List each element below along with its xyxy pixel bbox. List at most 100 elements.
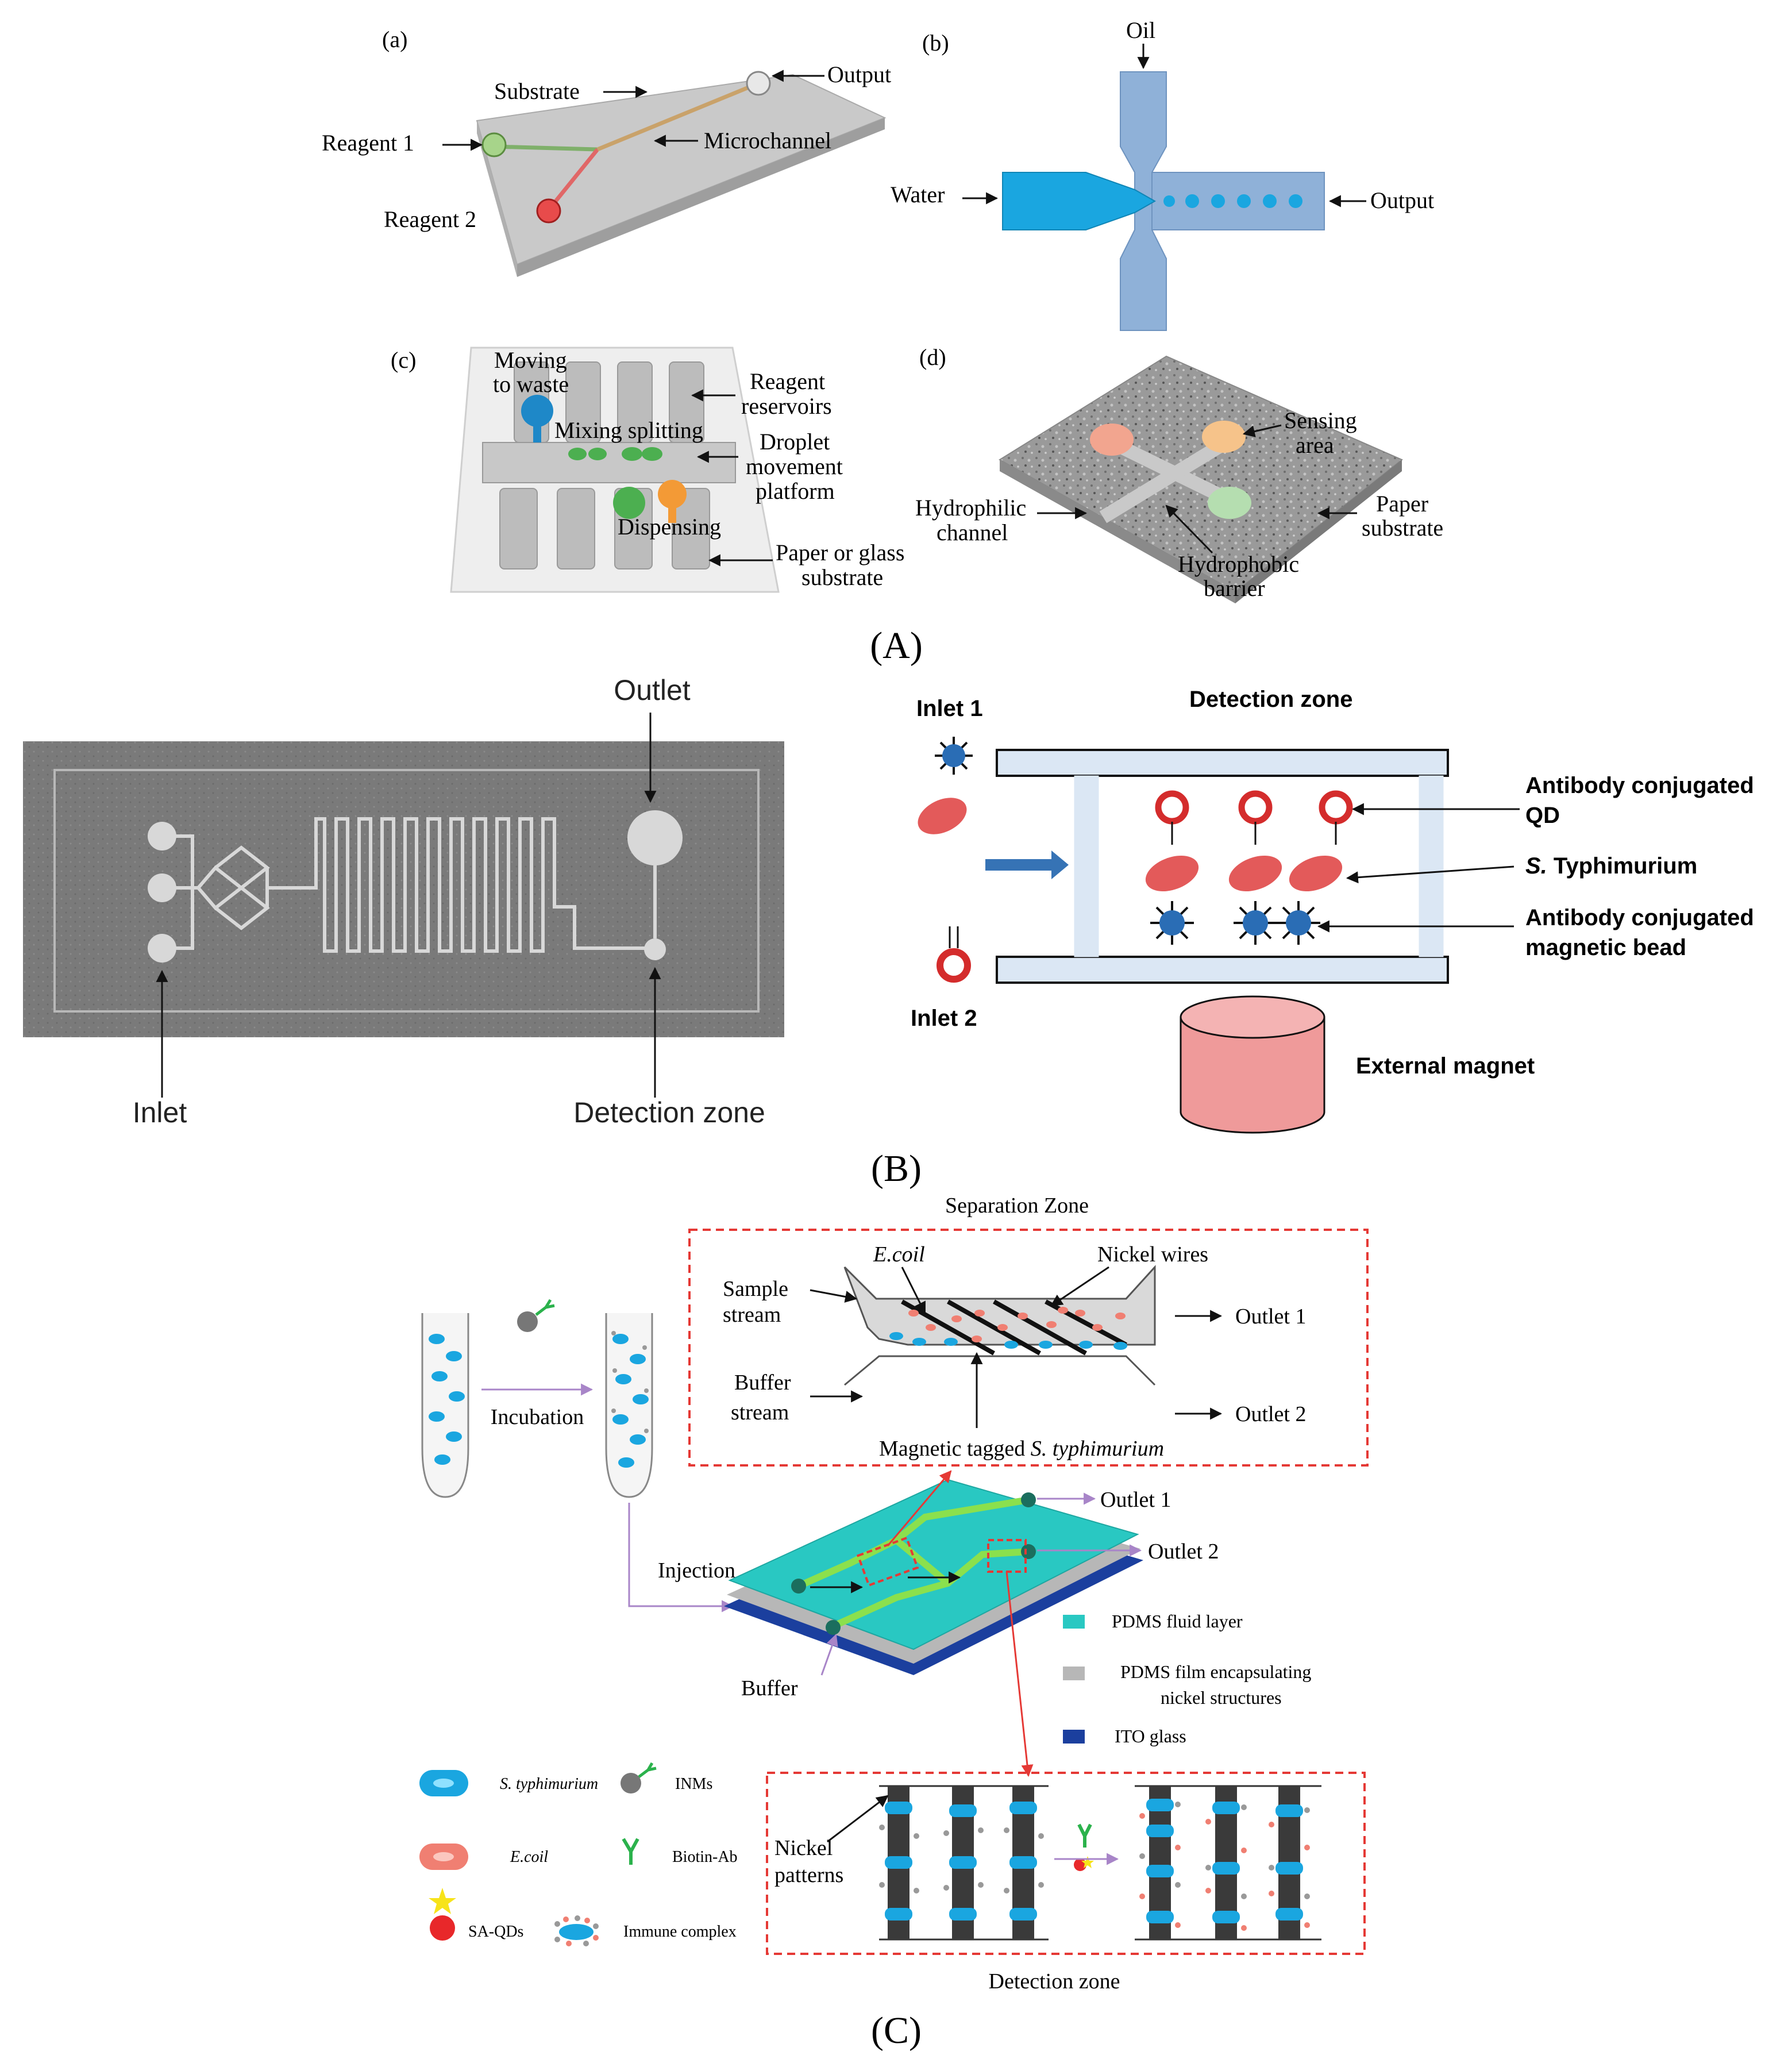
label-reservoirs-2: reservoirs xyxy=(741,393,832,419)
chip-outlet-pad xyxy=(627,810,683,865)
label-detection-zone-c: Detection zone xyxy=(989,1969,1120,1993)
captured-complexes xyxy=(1145,790,1353,945)
label-microchannel: Microchannel xyxy=(704,128,831,153)
label-sample-stream-1: Sample xyxy=(723,1277,788,1301)
label-mixing: Mixing splitting xyxy=(554,417,703,443)
layer-legend: PDMS fluid layer PDMS film encapsulating… xyxy=(1063,1611,1311,1746)
droplet-green xyxy=(613,487,645,519)
legend-immune: Immune complex xyxy=(623,1923,737,1941)
label-sensing-1: Sensing xyxy=(1284,407,1357,433)
chip-side xyxy=(477,121,517,277)
label-outlet1-sep: Outlet 1 xyxy=(1235,1304,1306,1329)
label-oil: Oil xyxy=(1126,17,1155,43)
legend-s-typh: S. typhimurium xyxy=(500,1775,598,1793)
label-sample-stream-2: stream xyxy=(723,1303,781,1327)
label-incubation: Incubation xyxy=(491,1405,584,1429)
legend-ecoil: E.coil xyxy=(510,1848,548,1866)
legend-ito: ITO glass xyxy=(1115,1726,1186,1746)
subpanel-d-label: (d) xyxy=(919,344,946,370)
legend-biotin: Biotin-Ab xyxy=(672,1848,738,1866)
channel-top-wall xyxy=(996,749,1449,777)
reagent2-well xyxy=(536,198,561,224)
tagged-cells xyxy=(889,1332,1127,1350)
subpanel-d: (d) Sensing area Hydrophilic channel Pap… xyxy=(915,344,1443,603)
legend-pdms-film-1: PDMS film encapsulating xyxy=(1120,1661,1311,1682)
legend-swatch-immune xyxy=(554,1915,599,1946)
droplets xyxy=(1163,194,1302,208)
label-droplet-2: movement xyxy=(746,453,843,479)
subpanel-b-label: (b) xyxy=(922,30,949,56)
subpanel-b: (b) Oil Water Output xyxy=(891,17,1434,331)
chip-detection-pad xyxy=(644,938,666,960)
channel-bottom-wall xyxy=(996,956,1449,984)
label-buffer: Buffer xyxy=(741,1676,798,1700)
label-nickel-wires: Nickel wires xyxy=(1097,1242,1208,1267)
tube-before xyxy=(421,1313,469,1498)
sensing-spot-2 xyxy=(1202,421,1246,453)
legend-saqds: SA-QDs xyxy=(468,1923,523,1941)
output-well xyxy=(746,71,771,96)
label-reagent2: Reagent 2 xyxy=(384,206,476,232)
inm-particle xyxy=(517,1299,555,1332)
label-s-typhimurium: S. Typhimurium xyxy=(1525,853,1697,879)
label-paper-2: substrate xyxy=(1362,515,1443,541)
complex-3 xyxy=(1277,790,1353,945)
label-hydrophilic-1: Hydrophilic xyxy=(915,495,1026,521)
channel-mixed xyxy=(596,81,760,152)
complex-1 xyxy=(1145,790,1199,945)
external-magnet xyxy=(1180,995,1325,1134)
droplet-blue xyxy=(521,395,553,427)
legend-pdms-fluid: PDMS fluid layer xyxy=(1112,1611,1243,1631)
detection-zone-box xyxy=(766,1772,1366,1955)
subpanel-c: (c) Moving to waste xyxy=(391,347,904,593)
inlet1-bacteria xyxy=(918,798,967,834)
panel-label-a: (A) xyxy=(870,625,923,667)
label-detection-zone-title: Detection zone xyxy=(1189,687,1352,712)
label-injection: Injection xyxy=(658,1558,735,1583)
label-output-b: Output xyxy=(1370,187,1434,213)
channel-left-post xyxy=(1074,775,1099,957)
microfluidic-chip xyxy=(724,1479,1143,1675)
label-buffer-stream-1: Buffer xyxy=(734,1371,791,1395)
label-inlet2: Inlet 2 xyxy=(911,1006,977,1031)
legend-swatch-film xyxy=(1063,1667,1085,1680)
label-output-a: Output xyxy=(827,61,891,87)
label-moving-1: Moving xyxy=(494,347,567,373)
label-dispensing: Dispensing xyxy=(618,514,721,540)
nickel-pattern-after xyxy=(1135,1785,1321,1941)
inlet2-qd xyxy=(937,926,971,983)
sensing-spot-3 xyxy=(1208,487,1251,519)
label-external-magnet: External magnet xyxy=(1356,1053,1535,1079)
label-inlet1: Inlet 1 xyxy=(916,696,983,721)
label-substrate: Substrate xyxy=(494,78,580,104)
label-droplet-1: Droplet xyxy=(760,429,830,455)
label-hydrophobic-1: Hydrophobic xyxy=(1178,551,1299,577)
separation-zone-box xyxy=(688,1229,1369,1467)
panel-label-c: (C) xyxy=(871,2010,922,2052)
reagent1-well xyxy=(481,132,507,157)
panel-c: Separation Zone xyxy=(419,1194,1369,2052)
legend-swatch-biotin xyxy=(622,1838,639,1865)
subpanel-a: (a) Substrate Output Reagent 1 Microchan… xyxy=(322,26,891,277)
legend-inms: INMs xyxy=(675,1775,712,1793)
label-outlet2-sep: Outlet 2 xyxy=(1235,1402,1306,1426)
panel-a: (a) Substrate Output Reagent 1 Microchan… xyxy=(322,17,1443,667)
chip-fluid-layer xyxy=(728,1479,1139,1650)
inlet1-bead xyxy=(935,737,973,775)
subpanel-a-label: (a) xyxy=(382,26,407,52)
label-paper-1: Paper xyxy=(1376,491,1428,517)
label-hydrophilic-2: channel xyxy=(937,519,1008,545)
label-buffer-stream-2: stream xyxy=(731,1400,789,1425)
added-biotin xyxy=(1077,1823,1092,1848)
label-inlet: Inlet xyxy=(133,1096,187,1129)
separation-channel xyxy=(843,1265,1156,1386)
label-nickel-patterns-2: patterns xyxy=(774,1863,843,1887)
label-detection-zone: Detection zone xyxy=(573,1096,765,1129)
label-droplet-3: platform xyxy=(756,478,835,504)
channel-reagent1 xyxy=(494,144,598,152)
label-separation-zone: Separation Zone xyxy=(945,1194,1089,1218)
flow-arrow xyxy=(985,850,1069,879)
label-moving-2: to waste xyxy=(493,371,569,397)
legend-swatch-saqds-star xyxy=(429,1888,456,1914)
